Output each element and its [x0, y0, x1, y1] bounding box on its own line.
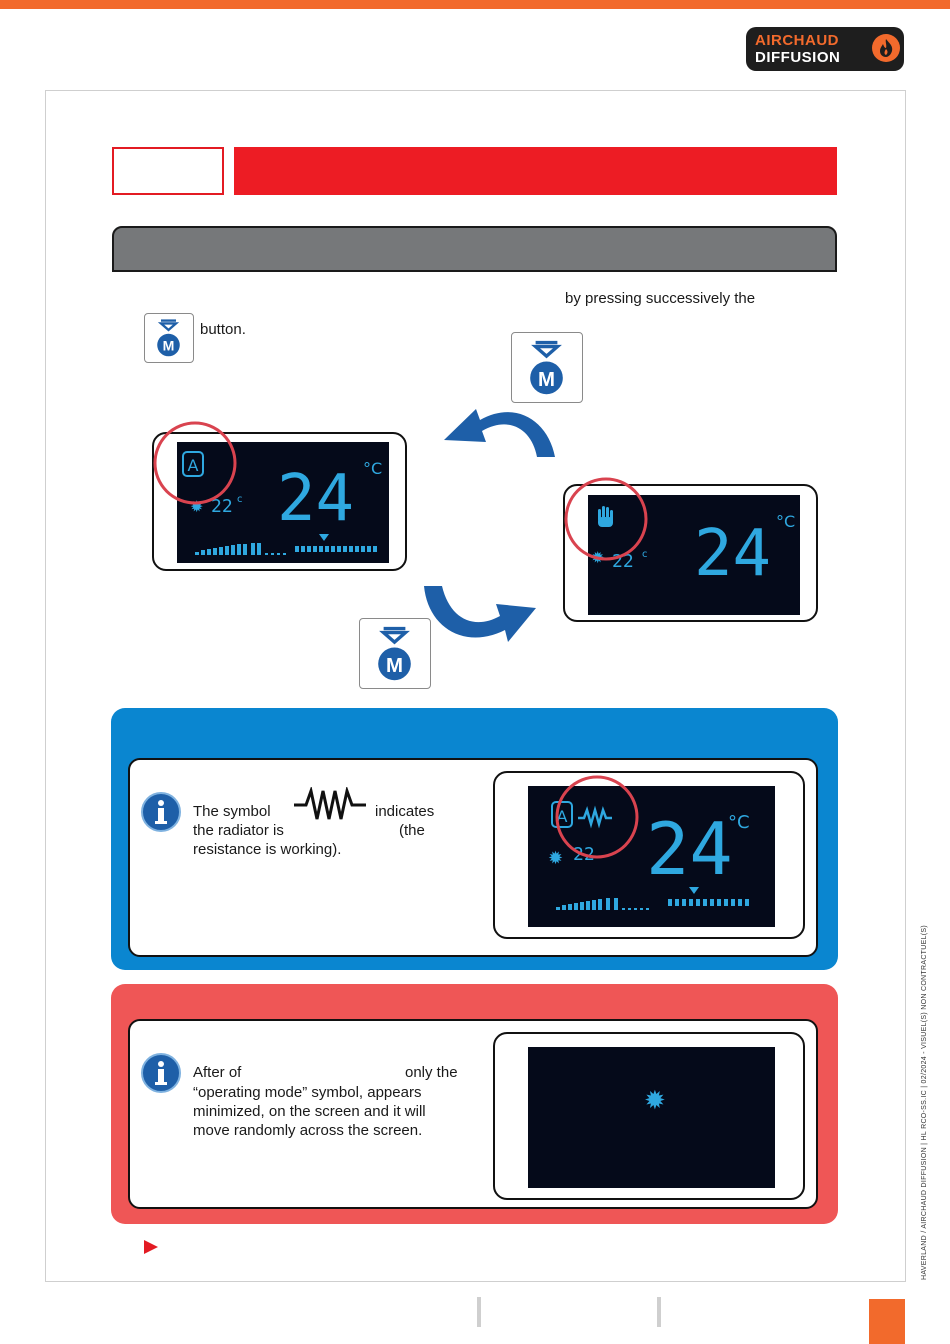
info1-text-d: (the [399, 822, 425, 839]
brand-logo: AIRCHAUD DIFFUSION [746, 27, 904, 71]
info2-text-line1b: only the [405, 1064, 458, 1081]
svg-text:24: 24 [277, 462, 354, 536]
svg-text:24: 24 [646, 807, 733, 891]
svg-text:M: M [538, 369, 555, 391]
svg-text:✹: ✹ [548, 848, 563, 869]
info-icon [141, 1053, 181, 1093]
logo-line2: DIFFUSION [755, 49, 841, 66]
mode-m-icon: M [530, 340, 563, 395]
lcd-screen-auto: A 24 °C ✹ 22 c [177, 442, 389, 563]
highlight-circle-manual [564, 477, 648, 561]
svg-text:°C: °C [776, 512, 795, 531]
page-frame [45, 90, 906, 1282]
svg-text:°C: °C [363, 459, 382, 478]
mode-m-button-top[interactable]: M [511, 332, 583, 403]
footer-separator [657, 1297, 661, 1327]
section-title-bar [234, 147, 837, 195]
info2-text-line1a: After of [193, 1064, 242, 1081]
cycle-arrow-bottom-icon [424, 586, 536, 642]
lcd-card-manual: 24 °C ✹ 22 c [563, 477, 818, 622]
svg-text:A: A [557, 807, 568, 826]
lcd-screen-manual: 24 °C ✹ 22 c [588, 495, 800, 615]
info2-text-line2: “operating mode” symbol, appears [193, 1084, 422, 1101]
hand-icon [598, 506, 613, 527]
footer-separator [477, 1297, 481, 1327]
mode-m-button-small[interactable]: M [144, 313, 194, 363]
lcd-screen-heating: A 24 °C ✹ 22 [528, 786, 775, 927]
info1-text-a: The symbol [193, 803, 271, 820]
svg-text:c: c [642, 549, 648, 560]
subsection-title-bar [112, 226, 837, 272]
lcd-card-auto: A 24 °C ✹ 22 c [152, 421, 407, 571]
intro-text-line1: by pressing successively the [565, 290, 756, 307]
logo-line1: AIRCHAUD [755, 32, 839, 49]
info1-text-c: the radiator is [193, 822, 284, 839]
info2-text-line3: minimized, on the screen and it will [193, 1103, 426, 1120]
resistance-icon [294, 787, 366, 820]
page-number-box [869, 1299, 905, 1344]
svg-text:A: A [188, 456, 199, 475]
svg-text:M: M [386, 655, 403, 677]
highlight-circle-auto [153, 421, 237, 505]
lcd-card-heating: A 24 °C ✹ 22 [493, 771, 805, 939]
lcd-card-standby: ✹ [493, 1032, 805, 1200]
intro-text-line2: button. [200, 321, 246, 338]
mode-m-icon: M [157, 319, 180, 357]
flame-icon [872, 34, 900, 62]
info2-text-line4: move randomly across the screen. [193, 1122, 423, 1139]
svg-text:M: M [163, 338, 175, 354]
svg-text:✹: ✹ [644, 1086, 666, 1116]
mode-m-button-bottom[interactable]: M [359, 618, 431, 689]
mode-m-icon: M [378, 626, 411, 681]
info1-text-e: resistance is working). [193, 841, 342, 858]
info1-text-b: indicates [375, 803, 435, 820]
lcd-screen-standby: ✹ [528, 1047, 775, 1188]
cycle-arrow-top-icon [444, 409, 555, 457]
svg-text:24: 24 [694, 517, 771, 591]
top-orange-bar [0, 0, 950, 9]
footer-vertical-text: HAVERLAND / AIRCHAUD DIFFUSION | HL RCO-… [921, 925, 928, 1280]
highlight-circle-heating [555, 775, 639, 859]
info-icon [141, 792, 181, 832]
svg-text:c: c [237, 494, 243, 505]
section-number-box [112, 147, 224, 195]
svg-text:°C: °C [728, 812, 750, 833]
svg-text:22: 22 [211, 496, 233, 517]
triangle-bullet-icon [144, 1240, 158, 1254]
